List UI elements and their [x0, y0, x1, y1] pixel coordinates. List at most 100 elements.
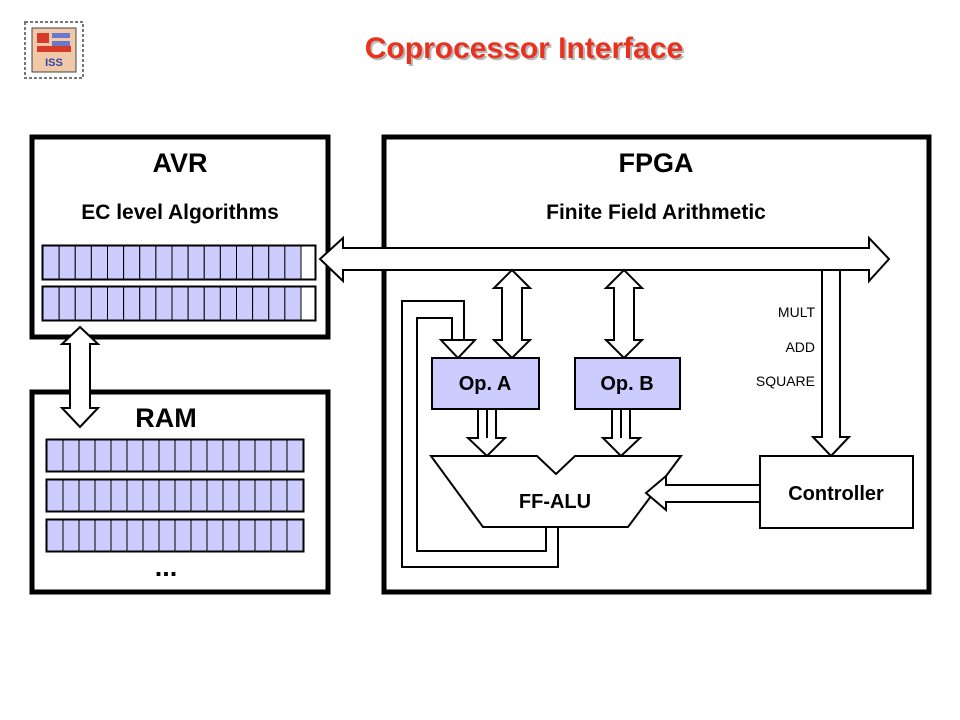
- alu-feedback-inner: [416, 317, 547, 552]
- register-cell: [284, 286, 302, 321]
- register-cell: [270, 519, 288, 552]
- alu-feedback-outer: [401, 300, 559, 568]
- ram-ellipsis: ...: [155, 552, 178, 582]
- register-cell: [58, 286, 76, 321]
- register-cell: [139, 286, 157, 321]
- register-cell: [139, 245, 157, 280]
- fpga-subtitle: Finite Field Arithmetic: [546, 201, 766, 224]
- command-add: ADD: [785, 339, 815, 355]
- register-cell: [142, 519, 160, 552]
- register-cell: [46, 479, 64, 512]
- register-cell: [42, 245, 60, 280]
- register-cell: [187, 286, 205, 321]
- register-cell: [206, 519, 224, 552]
- register-cell: [42, 286, 60, 321]
- avr-block: AVR EC level Algorithms: [29, 134, 331, 340]
- register-cell: [46, 439, 64, 472]
- ram-register-1: [45, 438, 305, 473]
- ff-alu: FF-ALU: [429, 455, 683, 528]
- register-cell: [222, 439, 240, 472]
- avr-subtitle: EC level Algorithms: [81, 201, 279, 224]
- register-cell: [107, 245, 125, 280]
- register-cell: [236, 286, 254, 321]
- iss-logo-icon: ISS: [24, 21, 84, 79]
- feedback-arrowhead: [438, 339, 478, 360]
- register-cell: [142, 479, 160, 512]
- operand-b-label: Op. B: [600, 373, 653, 395]
- operand-b-register: Op. B: [574, 357, 681, 410]
- register-cell: [238, 439, 256, 472]
- ram-title: RAM: [135, 403, 197, 433]
- register-cell: [94, 479, 112, 512]
- controller-label: Controller: [788, 483, 884, 505]
- register-cell: [90, 286, 108, 321]
- register-cell: [219, 245, 237, 280]
- register-cell: [74, 286, 92, 321]
- register-cell: [123, 245, 141, 280]
- register-cell: [270, 479, 288, 512]
- logo-text: ISS: [45, 57, 63, 69]
- register-cell: [254, 479, 272, 512]
- register-cell: [46, 519, 64, 552]
- register-cell: [62, 519, 80, 552]
- register-cell: [142, 439, 160, 472]
- register-cell: [268, 245, 286, 280]
- register-cell: [110, 439, 128, 472]
- register-cell: [78, 479, 96, 512]
- fpga-title: FPGA: [618, 148, 693, 178]
- register-cell: [190, 479, 208, 512]
- register-cell: [174, 479, 192, 512]
- register-cell: [174, 519, 192, 552]
- register-cell: [286, 519, 304, 552]
- ram-register-3: [45, 518, 305, 553]
- register-cell: [158, 519, 176, 552]
- register-cell: [270, 439, 288, 472]
- command-square: SQUARE: [756, 373, 815, 389]
- register-cell: [126, 439, 144, 472]
- register-cell: [222, 519, 240, 552]
- register-cell: [155, 286, 173, 321]
- controller-alu-arrow: [644, 473, 761, 513]
- register-cell: [286, 479, 304, 512]
- avr-register-2: [41, 285, 317, 322]
- register-cell: [110, 519, 128, 552]
- register-cell: [110, 479, 128, 512]
- register-cell: [236, 245, 254, 280]
- register-cell: [171, 286, 189, 321]
- register-cell: [222, 479, 240, 512]
- register-cell: [268, 286, 286, 321]
- register-cell: [206, 439, 224, 472]
- register-cell: [155, 245, 173, 280]
- ram-register-2: [45, 478, 305, 513]
- register-cell: [94, 519, 112, 552]
- avr-register-1: [41, 244, 317, 281]
- register-cell: [158, 479, 176, 512]
- register-cell: [62, 479, 80, 512]
- register-cell: [74, 245, 92, 280]
- data-bus-arrow: [318, 235, 891, 284]
- register-cell: [219, 286, 237, 321]
- controller-block: Controller: [759, 455, 914, 529]
- register-cell: [174, 439, 192, 472]
- register-cell: [126, 479, 144, 512]
- register-cell: [58, 245, 76, 280]
- operand-a-register: Op. A: [431, 357, 540, 410]
- register-cell: [187, 245, 205, 280]
- bus-controller-arrow: [810, 269, 852, 458]
- register-cell: [94, 439, 112, 472]
- opa-alu-arrow: [465, 408, 508, 458]
- operand-a-label: Op. A: [459, 373, 512, 395]
- ff-alu-label: FF-ALU: [519, 491, 591, 513]
- register-cell: [252, 286, 270, 321]
- register-cell: [203, 286, 221, 321]
- register-cell: [238, 479, 256, 512]
- command-mult: MULT: [778, 304, 816, 320]
- opb-alu-arrow: [600, 408, 643, 458]
- register-cell: [206, 479, 224, 512]
- register-cell: [252, 245, 270, 280]
- register-cell: [254, 519, 272, 552]
- register-cell: [286, 439, 304, 472]
- register-cell: [203, 245, 221, 280]
- register-cell: [62, 439, 80, 472]
